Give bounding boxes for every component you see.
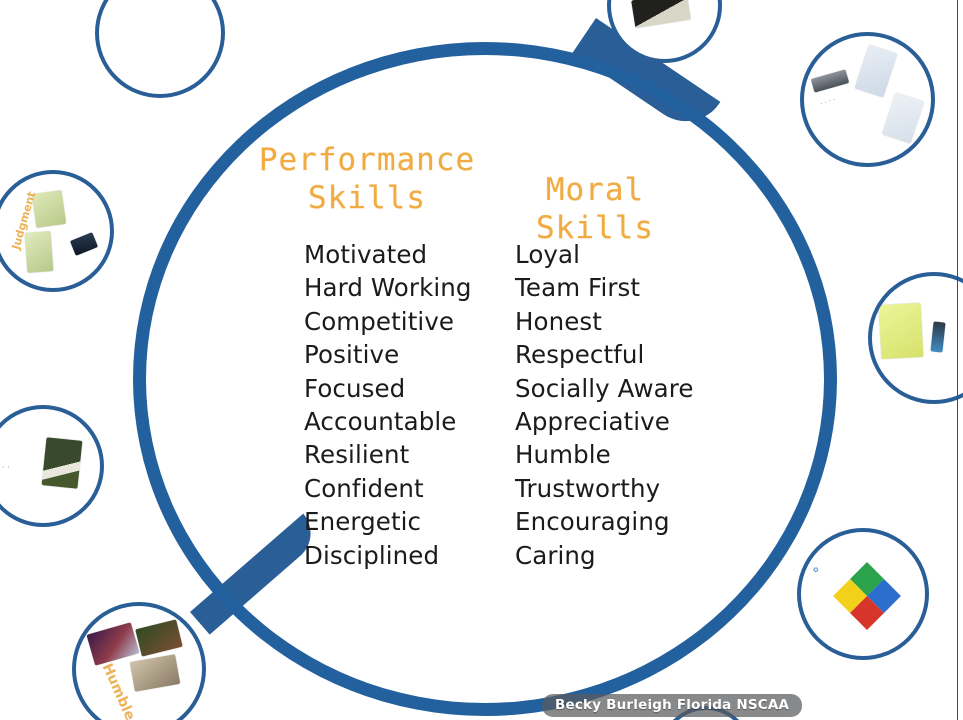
satellite-circle-bottom-right[interactable]: ✿: [797, 528, 929, 660]
photo-chip: [69, 232, 99, 256]
skill-item: Motivated: [304, 240, 428, 269]
satellite-thumb-content: · ·: [0, 409, 100, 523]
photo-chip: [878, 302, 924, 360]
photo-chip: [631, 0, 691, 29]
satellite-thumb-content: Humble: [76, 606, 202, 720]
satellite-circle-bottom-left[interactable]: Humble: [72, 602, 206, 720]
satellite-rot-label: [109, 0, 120, 11]
skill-item: Resilient: [304, 440, 410, 470]
skill-item: Positive: [304, 340, 400, 370]
skill-item: Competitive: [304, 306, 455, 336]
photo-chip: [24, 231, 54, 273]
satellite-circle-top-left[interactable]: [95, 0, 225, 98]
skill-item: Honest: [515, 306, 602, 336]
skill-item: Humble: [515, 440, 611, 470]
right-edge-divider: [957, 0, 958, 720]
skill-item: Socially Aware: [515, 373, 694, 403]
presenter-caption: Becky Burleigh Florida NSCAA: [542, 694, 803, 717]
satellite-micro-label: · · · ·: [819, 95, 837, 109]
satellite-thumb-content: [99, 0, 221, 94]
skill-item: Confident: [304, 473, 424, 503]
heading-performance-skills: Performance Skills: [258, 142, 476, 216]
satellite-circle-top-center[interactable]: [607, 0, 722, 63]
satellite-circle-left-upper[interactable]: Judgment: [0, 170, 114, 292]
photo-chip: [41, 437, 83, 489]
skill-item: Accountable: [304, 407, 457, 437]
satellite-thumb-content: Judgment: [0, 174, 110, 288]
satellite-micro-label: ✿: [811, 565, 821, 575]
satellite-circle-top-right[interactable]: · · · ·: [800, 32, 935, 167]
photo-chip: [810, 69, 850, 93]
photo-chip: [854, 44, 898, 98]
heading-moral-skills: Moral Skills: [536, 172, 654, 246]
skill-item: Focused: [304, 373, 406, 403]
photo-chip: [881, 92, 925, 144]
satellite-circle-left-lower[interactable]: · ·: [0, 405, 104, 527]
satellite-thumb-content: [872, 276, 963, 400]
skill-item: Loyal: [515, 240, 581, 269]
photo-chip: [129, 654, 181, 692]
skill-item: Energetic: [304, 507, 422, 537]
skill-item: Respectful: [515, 340, 645, 370]
skill-item: Encouraging: [515, 507, 670, 537]
photo-chip: [930, 321, 946, 353]
skill-item: Appreciative: [515, 407, 670, 437]
satellite-micro-label: · ·: [2, 463, 10, 472]
satellite-thumb-content: ✿: [801, 532, 925, 656]
photo-chip: [135, 619, 183, 657]
skill-item: Disciplined: [304, 540, 440, 570]
skill-item: Caring: [515, 540, 596, 570]
office-logo-icon: [833, 562, 901, 630]
photo-chip: [86, 622, 140, 666]
skill-item: Team First: [515, 273, 641, 303]
satellite-thumb-content: · · · ·: [804, 36, 931, 163]
satellite-thumb-content: [611, 0, 718, 59]
skill-item: Trustworthy: [515, 473, 661, 503]
satellite-circle-right-middle[interactable]: [868, 272, 963, 404]
skill-item: Hard Working: [304, 273, 472, 303]
